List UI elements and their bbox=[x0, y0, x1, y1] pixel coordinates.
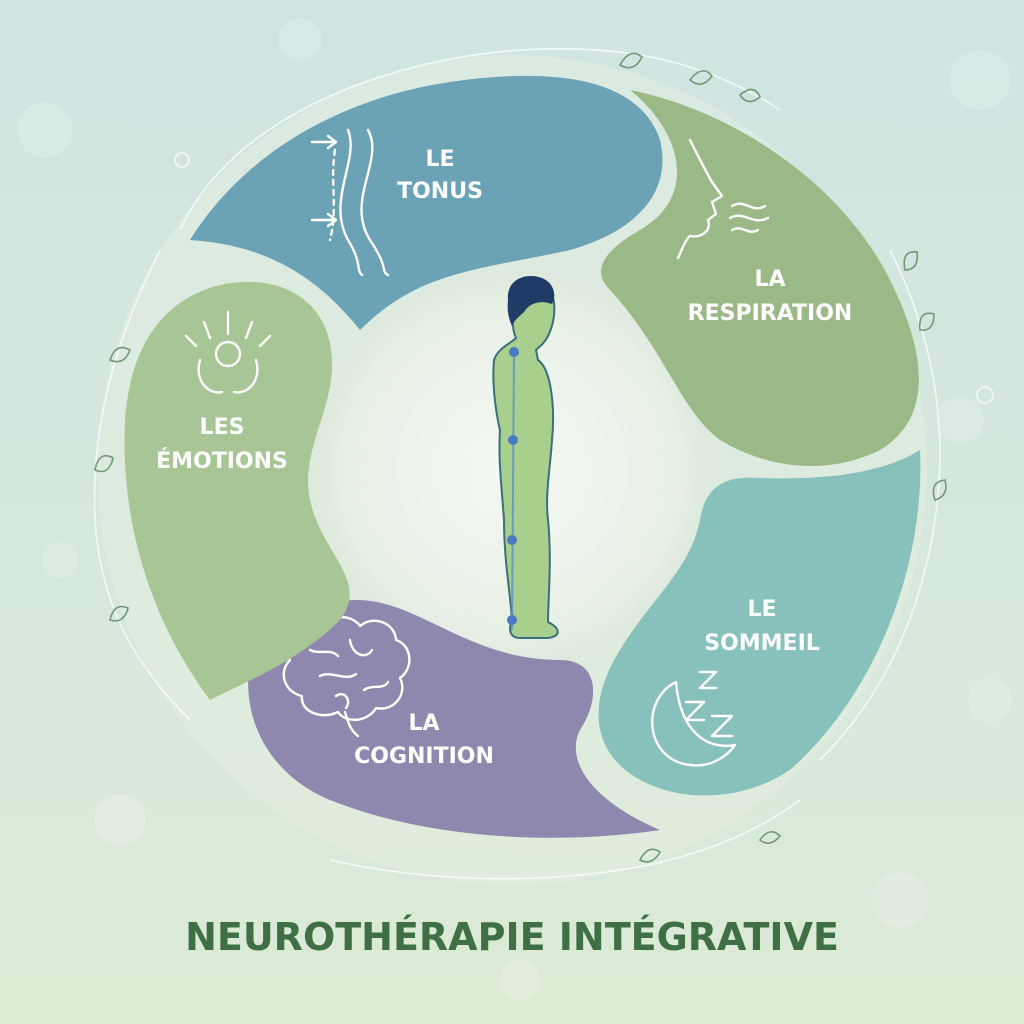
segment-shape-sommeil bbox=[598, 450, 921, 796]
respiration-line1: LA bbox=[754, 267, 785, 292]
segment-la-respiration: LA RESPIRATION bbox=[601, 90, 919, 467]
breathing-face-icon bbox=[676, 138, 770, 260]
segment-le-sommeil: LE SOMMEIL bbox=[598, 450, 921, 796]
segment-la-cognition: LA COGNITION bbox=[248, 600, 661, 838]
figure-body bbox=[492, 279, 559, 639]
label-la-cognition: LA COGNITION bbox=[354, 711, 494, 769]
emotion-burst-icon bbox=[184, 310, 272, 394]
segment-shape-respiration bbox=[601, 90, 919, 467]
segment-shape-emotions bbox=[124, 281, 350, 700]
human-figure bbox=[492, 276, 559, 639]
decorative-vines bbox=[93, 47, 994, 880]
figure-spine-line bbox=[511, 349, 515, 631]
sommeil-line1: LE bbox=[747, 597, 776, 622]
figure-points bbox=[507, 347, 519, 625]
segment-le-tonus: LE TONUS bbox=[190, 75, 663, 330]
tonus-line2: TONUS bbox=[397, 179, 483, 204]
spine-posture-icon bbox=[310, 128, 390, 277]
moon-zzz-icon bbox=[651, 670, 737, 767]
tonus-line1: LE bbox=[425, 147, 454, 172]
sommeil-line2: SOMMEIL bbox=[704, 631, 820, 656]
segment-les-emotions: LES ÉMOTIONS bbox=[124, 281, 350, 700]
cognition-line1: LA bbox=[408, 711, 439, 736]
label-le-tonus: LE TONUS bbox=[397, 147, 483, 204]
label-les-emotions: LES ÉMOTIONS bbox=[156, 415, 288, 474]
emotions-line1: LES bbox=[200, 415, 245, 440]
cognition-line2: COGNITION bbox=[354, 744, 494, 769]
segment-shape-tonus bbox=[190, 75, 663, 330]
label-le-sommeil: LE SOMMEIL bbox=[704, 597, 820, 656]
respiration-line2: RESPIRATION bbox=[688, 301, 853, 326]
bokeh-circles bbox=[17, 18, 1012, 1000]
segment-shape-cognition bbox=[248, 600, 661, 838]
label-la-respiration: LA RESPIRATION bbox=[688, 267, 853, 326]
emotions-line2: ÉMOTIONS bbox=[156, 448, 288, 474]
page-title: NEUROTHÉRAPIE INTÉGRATIVE bbox=[185, 915, 839, 959]
figure-hair bbox=[507, 276, 555, 326]
